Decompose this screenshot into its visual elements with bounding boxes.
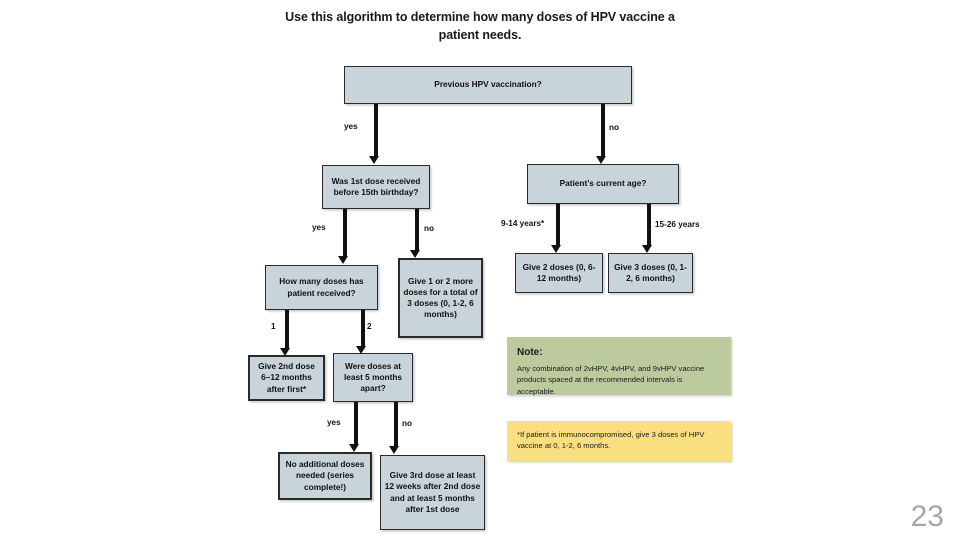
page-number: 23 xyxy=(910,500,944,533)
node-label: Previous HPV vaccination? xyxy=(434,79,542,90)
node-give-3-doses[interactable]: Give 3 doses (0, 1-2, 6 months) xyxy=(608,253,693,293)
arrowhead-atleast5-to-give3rd xyxy=(388,446,399,454)
connector-atleast5-to-give3rd xyxy=(394,402,398,446)
edge-label-no: no xyxy=(424,224,435,233)
arrowhead-howmany-to-give2nd xyxy=(279,348,290,356)
node-give-3rd-dose[interactable]: Give 3rd dose at least 12 weeks after 2n… xyxy=(380,455,485,530)
node-label: Was 1st dose received before 15th birthd… xyxy=(331,175,421,197)
note-body: Any combination of 2vHPV, 4vHPV, and 9vH… xyxy=(517,364,705,396)
node-patient-current-age[interactable]: Patient’s current age? xyxy=(527,164,679,204)
node-doses-at-least-5-months-apart[interactable]: Were doses at least 5 months apart? xyxy=(333,353,413,402)
arrowhead-age-to-give3doses xyxy=(641,245,652,253)
arrowhead-before15-to-give1or2 xyxy=(409,250,420,258)
node-label: Patient’s current age? xyxy=(559,178,647,189)
edge-label-no: no xyxy=(402,419,413,428)
connector-howmany-to-give2nd xyxy=(285,310,289,348)
edge-label-2: 2 xyxy=(367,322,372,331)
arrowhead-start-to-age xyxy=(595,156,606,164)
connector-age-to-give3doses xyxy=(647,204,651,245)
arrowhead-howmany-to-atleast5 xyxy=(355,346,366,354)
arrowhead-age-to-give2doses xyxy=(550,245,561,253)
node-label: Were doses at least 5 months apart? xyxy=(343,360,403,394)
connector-start-to-before15 xyxy=(374,104,378,156)
edge-label-9-14-years: 9-14 years* xyxy=(501,219,545,228)
edge-label-yes: yes xyxy=(344,122,358,131)
node-label: Give 3 doses (0, 1-2, 6 months) xyxy=(614,261,687,283)
page-title: Use this algorithm to determine how many… xyxy=(285,10,675,43)
node-label: Give 3rd dose at least 12 weeks after 2n… xyxy=(384,470,481,514)
node-previous-hpv-vaccination[interactable]: Previous HPV vaccination? xyxy=(344,66,632,104)
node-give-2-doses[interactable]: Give 2 doses (0, 6-12 months) xyxy=(515,253,603,293)
edge-label-yes: yes xyxy=(327,418,341,427)
connector-before15-to-howmany xyxy=(343,209,347,256)
arrowhead-before15-to-howmany xyxy=(337,256,348,264)
connector-age-to-give2doses xyxy=(556,204,560,245)
node-no-additional-doses-needed[interactable]: No additional doses needed (series compl… xyxy=(278,452,372,500)
connector-atleast5-to-noadditional xyxy=(354,402,358,444)
node-label: Give 1 or 2 more doses for a total of 3 … xyxy=(403,275,478,320)
node-was-first-dose-before-15[interactable]: Was 1st dose received before 15th birthd… xyxy=(322,165,430,209)
footnote-callout: *If patient is immunocompromised, give 3… xyxy=(507,421,731,461)
node-label: Give 2nd dose 6–12 months after first* xyxy=(258,361,315,394)
connector-start-to-age xyxy=(601,104,605,156)
note-callout: Note: Any combination of 2vHPV, 4vHPV, a… xyxy=(507,337,731,396)
note-heading: Note: xyxy=(517,347,543,358)
arrowhead-start-to-before15 xyxy=(368,156,379,164)
node-give-2nd-dose[interactable]: Give 2nd dose 6–12 months after first* xyxy=(248,355,325,401)
footnote-body: *If patient is immunocompromised, give 3… xyxy=(517,430,705,451)
node-label: Give 2 doses (0, 6-12 months) xyxy=(522,261,596,283)
arrowhead-atleast5-to-noadditional xyxy=(348,444,359,452)
edge-label-1: 1 xyxy=(271,322,276,331)
connector-howmany-to-atleast5 xyxy=(361,310,365,346)
edge-label-yes: yes xyxy=(312,223,326,232)
connector-before15-to-give1or2 xyxy=(415,209,419,250)
node-label: No additional doses needed (series compl… xyxy=(285,459,365,492)
node-label: How many doses has patient received? xyxy=(279,276,364,298)
edge-label-no: no xyxy=(609,123,620,132)
edge-label-15-26-years: 15-26 years xyxy=(655,220,700,229)
node-give-1-or-2-more-doses[interactable]: Give 1 or 2 more doses for a total of 3 … xyxy=(398,258,483,338)
node-how-many-doses-received[interactable]: How many doses has patient received? xyxy=(265,265,378,310)
